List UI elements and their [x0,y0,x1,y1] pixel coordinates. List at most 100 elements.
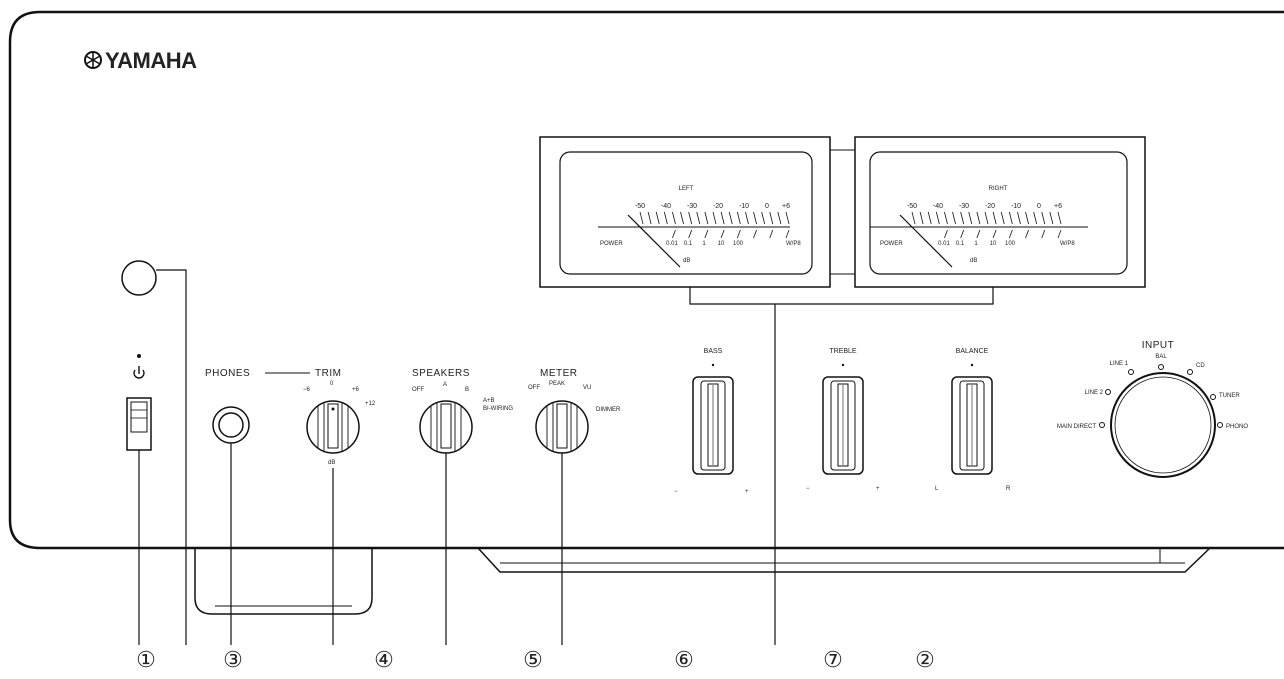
meter-subtick [1057,229,1062,239]
meter-subtick [1025,229,1029,239]
treble-plus: + [876,486,880,492]
left-power: POWER [600,241,623,247]
meter-tick [1017,211,1021,225]
trim-mark-minus6: −6 [303,387,311,393]
left-scale-5: -10 [739,203,749,210]
meter-tick [1000,211,1005,225]
input-tuner: TUNER [1219,393,1240,399]
right-sub-2: 0.1 [956,241,965,247]
meter-tick [696,211,701,225]
foot-left [194,548,373,615]
meter-subtick [944,229,948,239]
left-sub-4: 10 [718,241,725,247]
bass-minus: − [674,489,678,495]
meter-tick [1057,211,1062,225]
left-sub-1: 0.01 [666,241,678,247]
left-scale-2: -40 [661,203,671,210]
meter-tick [927,211,932,225]
meter-tick [911,211,916,225]
left-sub-5: 100 [733,241,744,247]
meter-tick [745,211,749,225]
power-icon [133,366,145,379]
input-main-direct: MAIN DIRECT [1057,424,1096,430]
meter-mark-vu: VU [583,385,591,391]
meter-subtick [753,229,757,239]
meter-tick [1049,211,1054,225]
balance-l: L [935,486,939,492]
right-meter-channel: RIGHT [989,186,1008,192]
panel-outline [8,10,1284,550]
input-selector[interactable]: INPUT MAIN DIRECT LINE 2 LINE 1 BAL CD T… [1057,340,1248,478]
meter-subtick [992,229,997,239]
trim-mark-plus6: +6 [352,387,360,393]
meter-tick [992,211,997,225]
meter-tick [944,211,948,225]
trim-label: TRIM [315,368,341,379]
meter-knob[interactable] [535,400,589,454]
right-scale-5: -10 [1011,203,1021,210]
meter-tick [1025,211,1029,225]
speakers-mark-off: OFF [412,387,424,393]
meter-tick [935,211,940,225]
callout-3: ③ [223,647,243,672]
bass-control[interactable]: BASS − + [674,348,749,495]
phones-label: PHONES [205,368,250,379]
left-scale-4: -20 [713,203,723,210]
meter-tick [704,211,709,225]
treble-control[interactable]: TREBLE − + [806,348,880,492]
meter-tick [728,211,733,225]
level-meters: LEFT -50 -40 -30 -20 -10 0 +6 0.01 0.1 1… [539,136,1146,305]
right-wpb: W/P8 [1060,241,1075,247]
meter-tick [976,211,981,225]
left-meter-channel: LEFT [679,186,694,192]
meter-tick [655,211,660,225]
power-switch[interactable] [126,354,152,451]
meter-tick [1041,211,1046,225]
left-scale-3: -30 [687,203,697,210]
right-power: POWER [880,241,903,247]
callout-1: ① [136,647,156,672]
callout-7: ⑦ [823,647,843,672]
right-unit: dB [970,258,977,264]
speakers-mark-b: B [465,387,469,393]
treble-minus: − [806,486,810,492]
speakers-mark-a: A [443,382,447,388]
right-needle [899,214,953,268]
meter-tick [680,211,684,225]
treble-label: TREBLE [829,348,857,355]
right-sub-1: 0.01 [938,241,950,247]
meter-tick [960,211,965,225]
balance-control[interactable]: BALANCE L R [935,348,1011,492]
input-bal: BAL [1155,354,1167,360]
right-scale-6: 0 [1037,203,1041,210]
meter-subtick [1041,229,1046,239]
meter-tick [639,211,644,225]
callout-5: ⑤ [523,647,543,672]
meter-subtick [769,229,774,239]
trim-knob[interactable] [306,400,360,454]
speakers-knob[interactable] [419,400,473,454]
trim-mark-0: 0 [330,381,334,387]
meter-tick [919,211,924,225]
meter-tick [712,211,717,225]
meter-tick [769,211,774,225]
callout-4: ④ [374,647,394,672]
right-sub-3: 1 [974,241,978,247]
balance-label: BALANCE [956,348,989,355]
bass-label: BASS [704,348,723,355]
brand-name: YAMAHA [105,48,197,73]
meter-tick [785,211,790,225]
trim-unit: dB [328,460,335,466]
meter-tick [968,211,973,225]
phones-jack[interactable] [212,406,250,444]
meter-subtick [976,229,981,239]
meter-subtick [688,229,693,239]
meter-tick [688,211,693,225]
input-phono: PHONO [1226,424,1248,430]
meter-tick [753,211,757,225]
meter-mark-off: OFF [528,385,540,391]
speakers-mark-biwiring: BI-WIRING [483,406,513,412]
trim-mark-plus12: +12 [365,401,376,407]
left-unit: dB [683,258,690,264]
meter-tick [777,211,782,225]
